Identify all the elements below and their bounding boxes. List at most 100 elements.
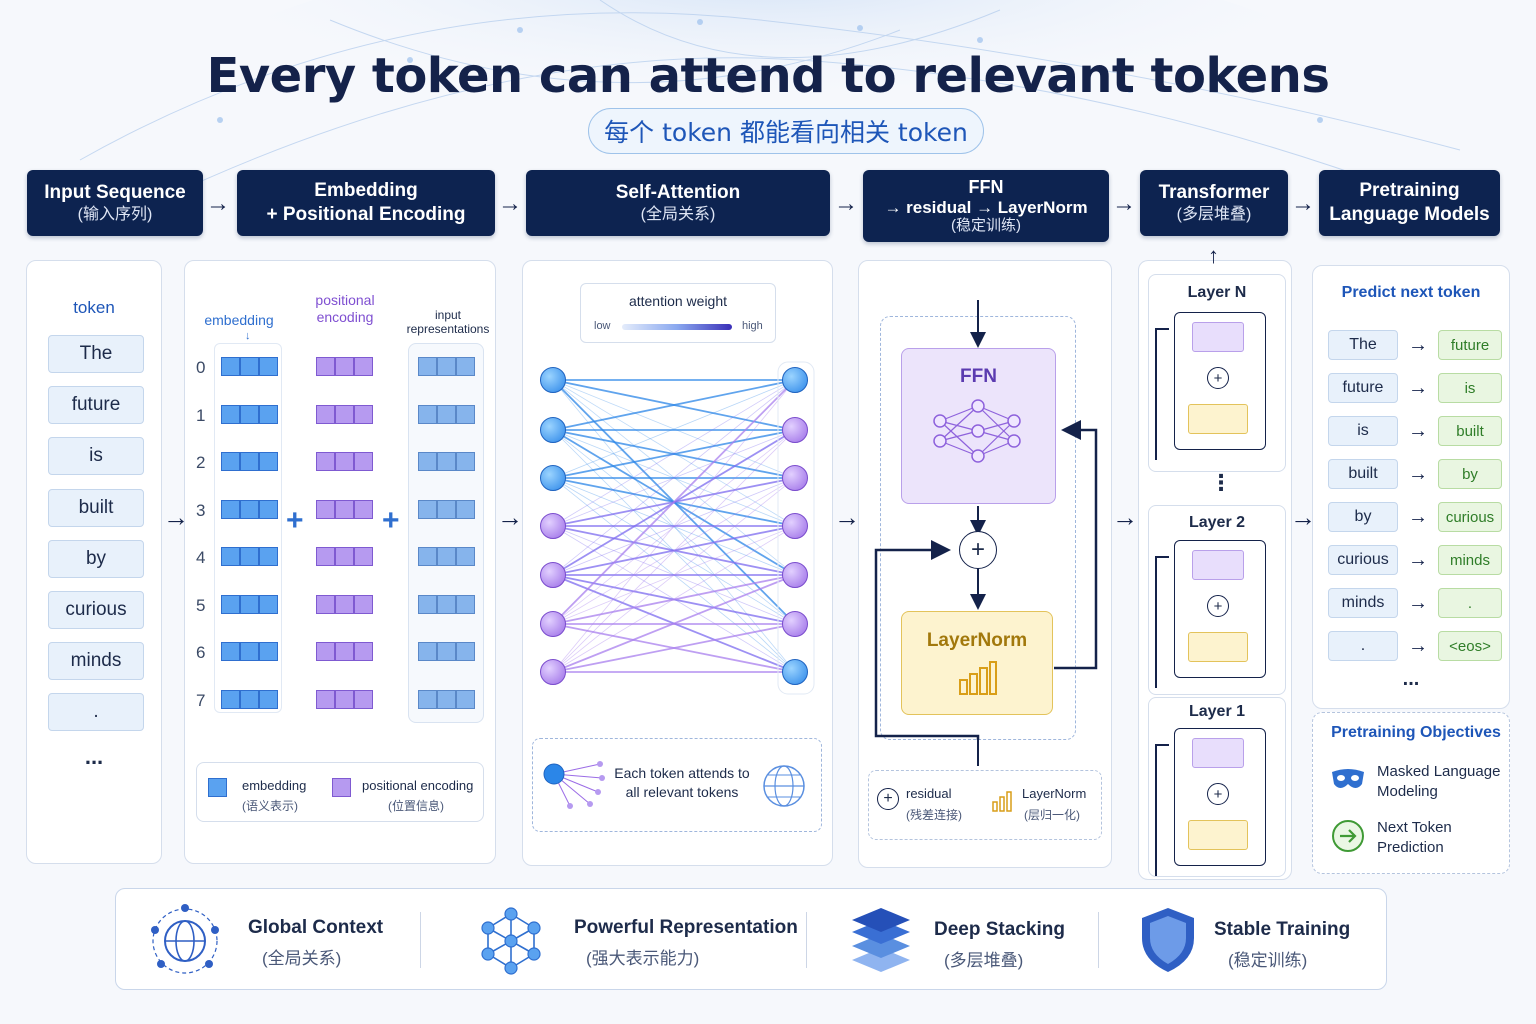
input-token: built — [1328, 459, 1398, 489]
input-vector — [418, 689, 475, 709]
legend-label: LayerNorm — [1022, 786, 1087, 801]
stage-subtitle: → residual → LayerNorm — [884, 197, 1088, 217]
arrow-icon: → — [1408, 591, 1428, 614]
input-vector — [418, 642, 475, 661]
down-arrow-icon: ↓ — [245, 330, 251, 342]
input-representation-column — [408, 343, 484, 723]
key-node — [782, 611, 808, 637]
legend-title: attention weight — [628, 293, 728, 309]
embedding-vector — [221, 404, 278, 424]
objective-masked-lm: Masked Language Modeling — [1377, 763, 1501, 800]
token-item: is — [48, 437, 144, 475]
ffn-sublayer — [1188, 632, 1248, 662]
positional-vector — [316, 594, 373, 614]
arrow-icon: → — [1408, 419, 1428, 442]
predicted-token: . — [1438, 588, 1502, 618]
feature-title: Deep Stacking — [934, 919, 1065, 940]
input-token: by — [1328, 502, 1398, 532]
neural-network-icon — [933, 399, 1021, 463]
input-token: future — [1328, 373, 1398, 403]
stage-title: Self-Attention — [615, 182, 741, 204]
stage-ffn: FFN → residual → LayerNorm (稳定训练) — [863, 170, 1109, 242]
query-node — [540, 659, 566, 685]
arrow-icon: → — [1112, 190, 1136, 217]
input-column-heading: input representations — [406, 308, 490, 337]
input-token: minds — [1328, 588, 1398, 618]
attention-sublayer — [1192, 550, 1244, 580]
embedding-vector — [221, 547, 278, 566]
token-item: curious — [48, 591, 144, 629]
residual-add-icon: + — [959, 531, 997, 569]
stage-title: FFN — [968, 177, 1004, 198]
stage-title: Pretraining — [1359, 180, 1460, 202]
feature-title: Stable Training — [1214, 919, 1351, 940]
legend-sublabel: (残差连接) — [906, 808, 962, 822]
query-node — [540, 611, 566, 637]
attention-edge — [552, 379, 796, 431]
cube-icon — [208, 778, 227, 797]
arrow-icon: → — [1408, 634, 1428, 657]
arrow-icon: → — [206, 190, 230, 217]
position-index: 2 — [196, 453, 206, 472]
token-item: The — [48, 335, 144, 373]
key-node — [782, 513, 808, 539]
stage-subtitle-cn: (稳定训练) — [951, 217, 1021, 235]
attention-fan-icon — [543, 761, 605, 809]
positional-vector — [316, 452, 373, 471]
attention-edge — [552, 379, 796, 527]
stage-self-attention: Self-Attention (全局关系) — [526, 170, 830, 236]
legend-sublabel: (位置信息) — [388, 799, 444, 813]
token-heading: token — [73, 298, 115, 317]
plus-circle-icon: + — [877, 788, 899, 810]
attention-sublayer — [1192, 322, 1244, 352]
positional-vector — [316, 357, 373, 376]
ffn-sublayer — [1188, 820, 1248, 850]
key-node — [782, 367, 808, 393]
prediction-row: is→built — [1328, 415, 1502, 447]
stage-title: Transformer — [1158, 182, 1270, 204]
stage-embedding: Embedding + Positional Encoding — [237, 170, 495, 236]
divider — [1098, 912, 1099, 968]
legend-high: high — [742, 320, 763, 332]
attention-edge — [552, 477, 796, 673]
ffn-label: FFN — [960, 366, 997, 387]
objectives-title: Pretraining Objectives — [1331, 724, 1501, 741]
token-item: minds — [48, 642, 144, 680]
query-node — [540, 513, 566, 539]
stage-subtitle: (输入序列) — [77, 205, 153, 223]
bar-chart-icon — [992, 791, 1012, 812]
positional-vector — [316, 689, 373, 709]
page-title: Every token can attend to relevant token… — [206, 48, 1330, 104]
next-arrow-icon — [1332, 820, 1364, 852]
predicted-token: by — [1438, 459, 1502, 489]
prediction-row: future→is — [1328, 372, 1502, 404]
key-node — [782, 562, 808, 588]
position-index: 1 — [196, 405, 206, 425]
subtitle: 每个 token 都能看向相关 token — [588, 108, 984, 154]
query-node — [540, 562, 566, 588]
legend-sublabel: (语义表示) — [242, 799, 298, 813]
attention-edge — [552, 379, 796, 479]
embedding-column-heading: embedding — [204, 312, 274, 328]
feature-subtitle: (多层堆叠) — [944, 951, 1024, 970]
query-node — [540, 417, 566, 443]
skip-connection — [1155, 328, 1169, 460]
features-bar — [115, 888, 1387, 990]
token-item: . — [48, 693, 144, 731]
query-node — [540, 465, 566, 491]
embedding-vector — [221, 642, 278, 661]
attention-lines — [552, 379, 796, 673]
input-vector — [418, 547, 475, 566]
stage-subtitle: (多层堆叠) — [1176, 205, 1252, 223]
position-index: 4 — [196, 548, 206, 567]
feature-title: Global Context — [248, 917, 384, 938]
attention-edge — [552, 379, 796, 479]
gradient-bar — [622, 324, 732, 330]
globe-network-icon — [151, 904, 219, 974]
skip-connection — [1155, 744, 1169, 876]
legend-label: residual — [906, 786, 952, 801]
divider — [806, 912, 807, 968]
cube-icon — [332, 778, 351, 797]
ellipsis: ... — [1402, 668, 1420, 690]
